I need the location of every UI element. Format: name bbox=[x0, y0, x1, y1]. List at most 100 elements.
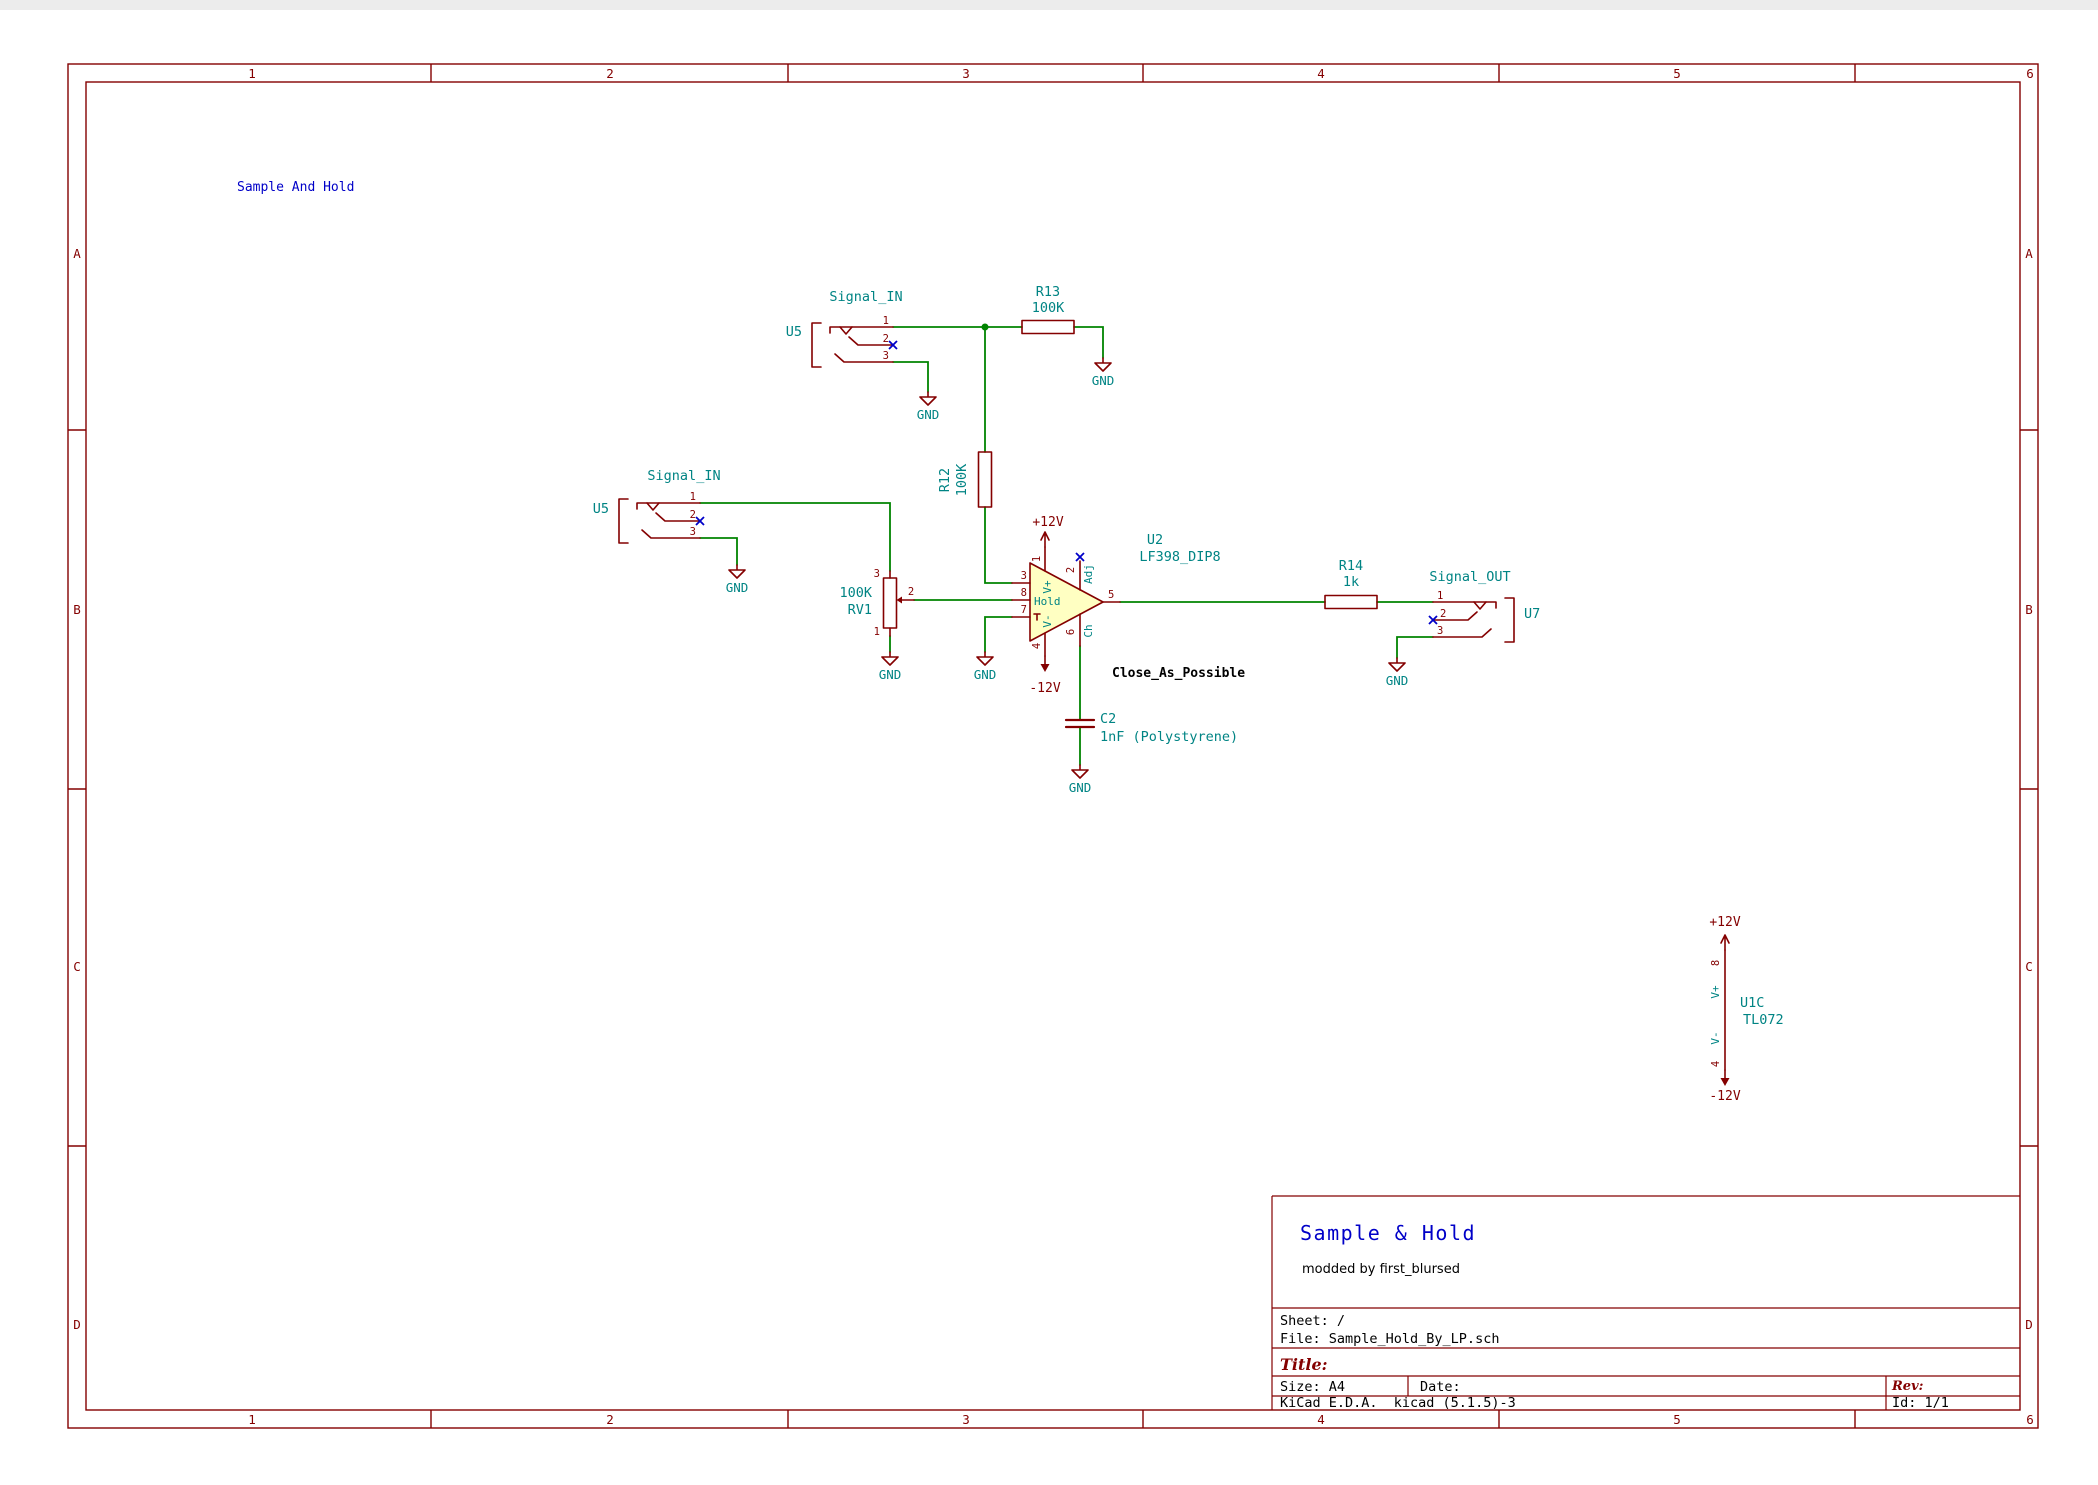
component-value: Signal_IN bbox=[829, 289, 902, 305]
component-ref: U5 bbox=[593, 501, 609, 517]
component-value: 1k bbox=[1343, 574, 1359, 590]
gnd-label: GND bbox=[726, 580, 749, 595]
pin-name: V- bbox=[1041, 614, 1054, 627]
wire[interactable] bbox=[699, 502, 891, 572]
frame-row-right: B bbox=[2025, 602, 2033, 617]
component-ref: U7 bbox=[1524, 606, 1540, 622]
opamp-triangle[interactable] bbox=[1029, 562, 1104, 642]
frame-col-bottom: 2 bbox=[606, 1412, 614, 1427]
power-up-arrow[interactable] bbox=[1040, 531, 1050, 548]
component-ref: U5 bbox=[786, 324, 802, 340]
component-value: 100K bbox=[954, 463, 970, 496]
gnd-label: GND bbox=[974, 667, 997, 682]
power-label: -12V bbox=[1709, 1089, 1740, 1104]
pin-name: V+ bbox=[1041, 580, 1054, 594]
gnd-symbol[interactable] bbox=[728, 564, 746, 579]
gnd-label: GND bbox=[1092, 373, 1115, 388]
audio-jack-symbol[interactable] bbox=[618, 498, 701, 544]
pin-number: 3 bbox=[883, 350, 889, 362]
canvas-edge bbox=[0, 0, 2098, 10]
wire[interactable] bbox=[1396, 636, 1434, 659]
document-title: Sample & Hold bbox=[1300, 1221, 1476, 1245]
title-block-lines bbox=[1271, 1195, 2020, 1410]
size-field: Size: A4 bbox=[1280, 1379, 1345, 1395]
gnd-symbol[interactable] bbox=[1071, 764, 1089, 779]
pin-number: 1 bbox=[883, 315, 889, 327]
component-jack-out[interactable]: Signal_OUT U7 1 2 3 bbox=[1428, 569, 1540, 643]
component-r12[interactable]: R12 100K bbox=[937, 451, 993, 508]
gnd-symbol[interactable] bbox=[881, 651, 899, 666]
component-jack-in-mid[interactable]: Signal_IN U5 1 2 3 bbox=[593, 468, 721, 544]
frame-ticks bbox=[68, 64, 2038, 1428]
frame-col-top: 5 bbox=[1673, 66, 1681, 81]
pin-number: 7 bbox=[1021, 604, 1027, 616]
frame-inner-border bbox=[85, 81, 2021, 1411]
component-value: 100K bbox=[839, 585, 872, 601]
frame-row-right: A bbox=[2025, 246, 2033, 261]
pin-number: 2 bbox=[883, 333, 889, 345]
component-r13[interactable]: R13 100K bbox=[1021, 284, 1075, 335]
component-u1c[interactable]: +12V -12V 8 V+ V- 4 U1C TL072 bbox=[1709, 915, 1784, 1104]
id-field: Id: 1/1 bbox=[1892, 1395, 1949, 1411]
rev-field-label: Rev: bbox=[1891, 1379, 1924, 1394]
gnd-symbol[interactable] bbox=[1094, 357, 1112, 372]
gnd-symbol[interactable] bbox=[976, 651, 994, 666]
component-r14[interactable]: R14 1k bbox=[1324, 558, 1378, 610]
component-rv1[interactable]: 3 2 1 100K RV1 bbox=[839, 568, 915, 638]
frame-col-top: 1 bbox=[248, 66, 256, 81]
annotation-note[interactable]: Close_As_Possible bbox=[1112, 666, 1245, 681]
component-value: Signal_OUT bbox=[1429, 569, 1510, 585]
resistor-body[interactable] bbox=[977, 451, 993, 508]
power-up-arrow[interactable] bbox=[1720, 934, 1730, 951]
power-down-arrow[interactable] bbox=[1719, 1069, 1731, 1087]
pin-number: 3 bbox=[1021, 570, 1027, 582]
gnd-symbol[interactable] bbox=[919, 391, 937, 406]
component-value: TL072 bbox=[1743, 1012, 1784, 1028]
junction-dot[interactable] bbox=[981, 323, 989, 331]
component-value: 100K bbox=[1032, 300, 1065, 316]
pin-number: 6 bbox=[1065, 629, 1077, 635]
component-ref: U1C bbox=[1740, 995, 1764, 1011]
component-ref: C2 bbox=[1100, 711, 1116, 727]
component-c2[interactable]: C2 1nF (Polystyrene) bbox=[1064, 711, 1238, 745]
pin-number: 1 bbox=[874, 626, 880, 638]
frame-outer-border bbox=[67, 63, 2039, 1429]
power-down-arrow[interactable] bbox=[1039, 655, 1051, 673]
gnd-symbols[interactable]: GND GND GND GND GND GND GND bbox=[726, 357, 1409, 795]
component-u2[interactable]: U2 LF398_DIP8 3 8 7 5 1 2 4 6 V+ V- Adj … bbox=[1011, 532, 1221, 657]
no-connect-flag[interactable] bbox=[1075, 552, 1085, 562]
frame-row-left: C bbox=[73, 959, 81, 974]
wire[interactable] bbox=[892, 361, 929, 393]
pin-name: V+ bbox=[1709, 985, 1722, 999]
sheet-heading[interactable]: Sample And Hold bbox=[237, 180, 354, 195]
component-ref: R12 bbox=[937, 468, 953, 492]
gnd-symbol[interactable] bbox=[1388, 657, 1406, 672]
pin-name: Hold bbox=[1034, 595, 1061, 608]
pin-number: 2 bbox=[1065, 567, 1077, 573]
pin-name: Adj bbox=[1082, 564, 1095, 584]
wire[interactable] bbox=[984, 616, 1013, 653]
component-ref: R13 bbox=[1036, 284, 1060, 300]
capacitor-plates[interactable] bbox=[1064, 718, 1096, 729]
pin-name: V- bbox=[1709, 1031, 1722, 1044]
pin-number: 5 bbox=[1108, 589, 1114, 601]
wire[interactable] bbox=[984, 506, 1013, 584]
potentiometer-body[interactable] bbox=[882, 577, 898, 629]
resistor-body[interactable] bbox=[1324, 594, 1378, 610]
wire[interactable] bbox=[1073, 326, 1104, 359]
component-jack-in-top[interactable]: Signal_IN U5 1 2 3 bbox=[786, 289, 903, 368]
resistor-body[interactable] bbox=[1021, 319, 1075, 335]
pin-number: 1 bbox=[1031, 556, 1043, 562]
pin-number: 8 bbox=[1021, 587, 1027, 599]
power-symbols-u2[interactable]: +12V -12V bbox=[1029, 515, 1063, 696]
audio-jack-symbol[interactable] bbox=[811, 322, 894, 368]
audio-jack-symbol[interactable] bbox=[1432, 597, 1515, 643]
pin-number: 1 bbox=[690, 491, 696, 503]
power-label: -12V bbox=[1029, 681, 1060, 696]
frame-row-right: C bbox=[2025, 959, 2033, 974]
gnd-label: GND bbox=[1386, 673, 1409, 688]
wires[interactable] bbox=[699, 323, 1434, 766]
gnd-label: GND bbox=[1069, 780, 1092, 795]
wire[interactable] bbox=[699, 537, 738, 566]
